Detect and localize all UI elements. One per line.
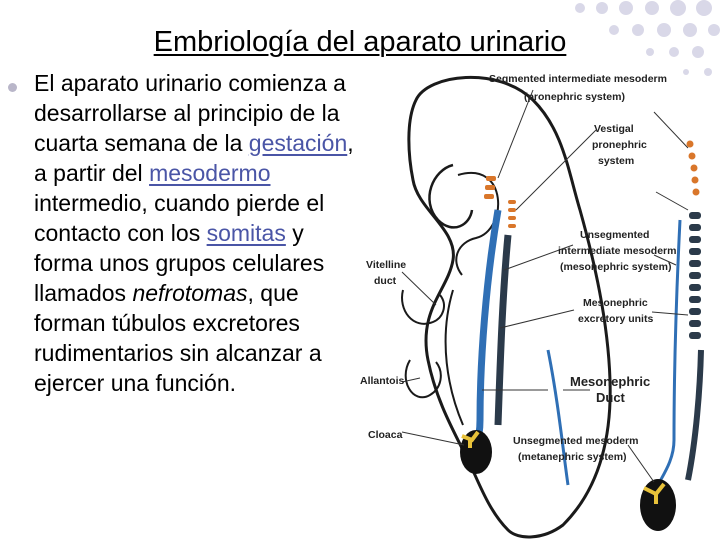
- label-excretory-units: excretory units: [578, 313, 653, 325]
- label-intermediate-mesoderm: intermediate mesoderm: [558, 245, 676, 257]
- allantois-shape: [404, 359, 442, 399]
- body-emphasis-nefrotomas: nefrotomas: [132, 280, 248, 306]
- metanephric-yellow-mark: [643, 482, 666, 504]
- heart-bulge: [428, 163, 474, 229]
- gut-loop: [455, 171, 500, 276]
- bullet-dot: [8, 83, 17, 92]
- label-mesonephric-system: (mesonephric system): [560, 261, 671, 273]
- mesonephric-tubule-column: [689, 212, 701, 339]
- slide-title: Embriología del aparato urinario: [0, 24, 720, 60]
- unsegmented-intermediate-mesoderm: [494, 234, 512, 426]
- body-text-4: y forma unos grupos celulares llamados: [34, 220, 325, 306]
- vitelline-duct-shape: [401, 289, 445, 325]
- label-vestigial: Vestigal: [594, 123, 634, 135]
- slide-body-text: El aparato urinario comienza a desarroll…: [34, 68, 354, 398]
- body-text-5: , que forman túbulos excretores rudiment…: [34, 280, 322, 396]
- embryo-urinary-system-figure: Segmented intermediate mesoderm (proneph…: [360, 73, 704, 539]
- body-text-1: El aparato urinario comienza a desarroll…: [34, 70, 346, 156]
- right-side-mesonephric-duct: [656, 219, 682, 486]
- label-mesonephric: Mesonephric: [583, 297, 648, 309]
- label-vitelline: Vitelline: [366, 259, 406, 271]
- body-text-3: intermedio, cuando pierde el contacto co…: [34, 190, 325, 246]
- ureteric-bud-duct: [546, 349, 570, 486]
- label-mesonephric-duct-1: Mesonephric: [570, 374, 650, 389]
- decorative-dot-pattern: [575, 0, 720, 76]
- label-metanephric-system: (metanephric system): [518, 451, 627, 463]
- link-gestacion[interactable]: gestación: [248, 130, 348, 156]
- label-duct: duct: [374, 275, 397, 287]
- hindgut-curve: [444, 289, 464, 426]
- link-somitas[interactable]: somitas: [206, 220, 286, 246]
- label-unsegmented-mesoderm: Unsegmented mesoderm: [513, 435, 638, 447]
- label-pronephric-system: (pronephric system): [524, 91, 625, 103]
- body-text-2: , a partir del: [34, 130, 354, 186]
- label-pronephric: pronephric: [592, 139, 647, 151]
- slide-title-text: Embriología del aparato urinario: [153, 26, 567, 58]
- label-cloaca: Cloaca: [368, 429, 403, 441]
- leader-lines: [401, 89, 689, 483]
- pronephric-segments: [484, 176, 516, 228]
- link-mesodermo[interactable]: mesodermo: [149, 160, 271, 186]
- label-segmented-mesoderm: Segmented intermediate mesoderm: [489, 73, 667, 85]
- label-allantois: Allantois: [360, 375, 404, 387]
- cloaca-yellow-mark: [461, 430, 480, 448]
- right-side-mesoderm-band: [685, 349, 704, 481]
- label-mesonephric-duct-2: Duct: [596, 390, 626, 405]
- somite-column: [686, 140, 700, 196]
- label-system: system: [598, 155, 634, 167]
- label-unsegmented: Unsegmented: [580, 229, 649, 241]
